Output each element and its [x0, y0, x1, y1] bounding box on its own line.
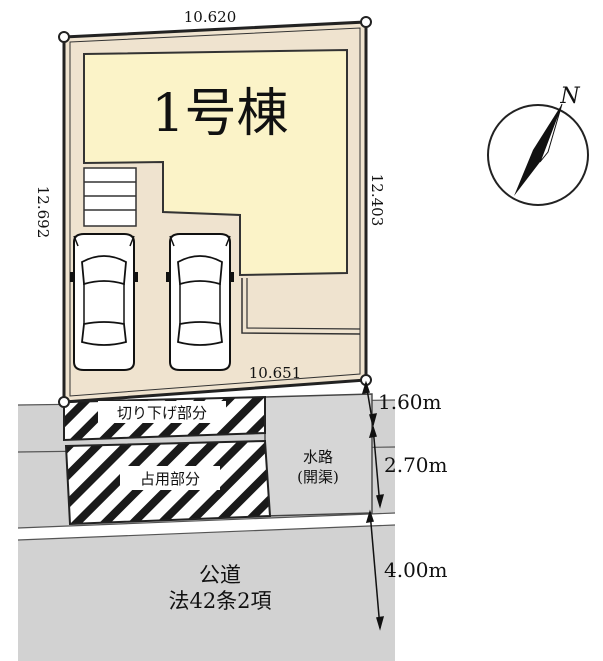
waterway-label: 水路: [303, 448, 333, 466]
waterway-sublabel: (開渠): [297, 468, 339, 486]
road-label: 公道: [199, 563, 241, 587]
cut-down-label-bg: [98, 401, 226, 423]
waterway-edge-strip: [18, 513, 395, 540]
waterway-width: 2.70m: [384, 453, 448, 477]
cut-down-label: 切り下げ部分: [117, 404, 207, 422]
lot-bottom-length: 10.651: [249, 364, 302, 382]
corner-point: [58, 31, 70, 43]
occupancy-label-bg: [120, 466, 220, 490]
corner-point: [360, 16, 372, 28]
dimension-lines: [361, 380, 385, 631]
entrance-steps: [83, 167, 137, 227]
building-footprint: [83, 48, 348, 277]
corner-point: [58, 396, 70, 408]
occupancy-label: 占用部分: [140, 470, 200, 488]
lot-right-length: 12.403: [368, 174, 386, 227]
lot-top-length: 10.620: [184, 8, 237, 26]
road-sublabel: 法42条2項: [168, 589, 271, 613]
building-label: 1号棟: [151, 84, 288, 144]
car-icon: [166, 233, 234, 371]
car-icon: [70, 233, 138, 371]
north-label: N: [559, 84, 580, 109]
road-width: 4.00m: [384, 558, 448, 582]
lot-left-length: 12.692: [34, 186, 52, 239]
compass-icon: N: [487, 84, 589, 206]
side-walkway: [241, 278, 361, 335]
cut-down-width: 1.60m: [378, 390, 442, 414]
